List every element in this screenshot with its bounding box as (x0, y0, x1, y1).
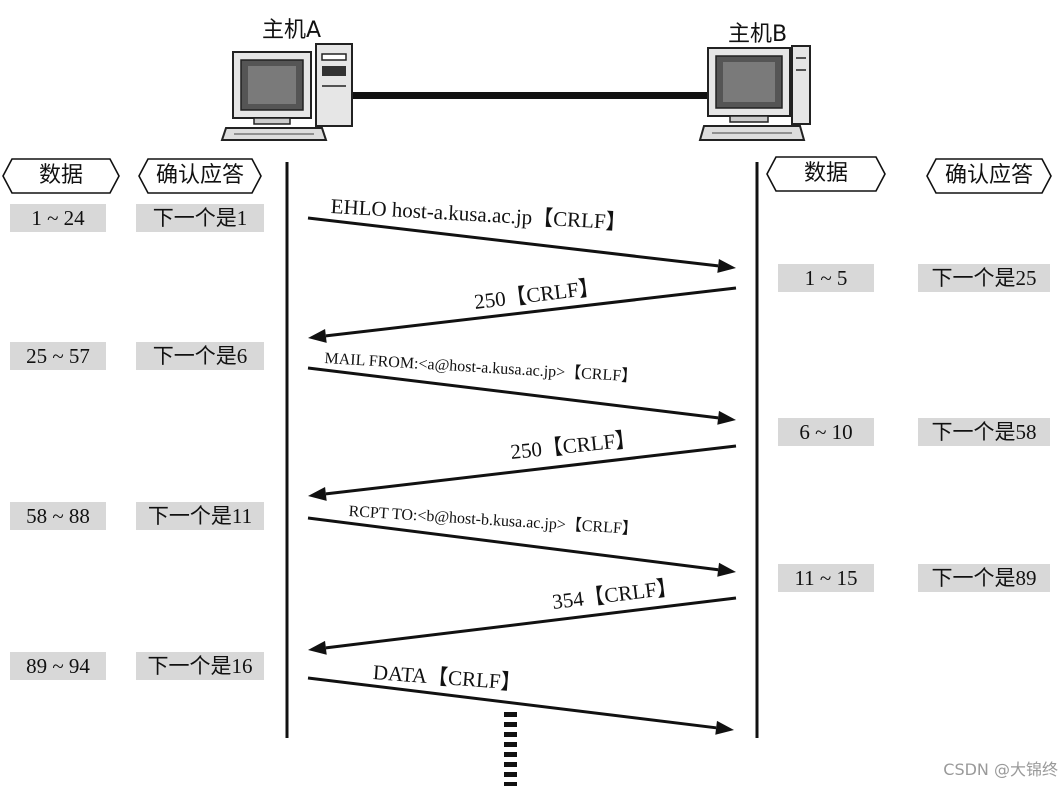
arrow-head-icon (308, 640, 327, 655)
arrow-head-icon (717, 562, 736, 577)
arrow-head-icon (717, 410, 736, 425)
right-ack-header-label: 确认应答 (944, 163, 1033, 188)
right-data-cell: 6 ~ 10 (778, 418, 874, 446)
message-arrow (325, 596, 737, 650)
right-ack-cell: 下一个是25 (918, 264, 1050, 292)
left-data-cell: 58 ~ 88 (10, 502, 106, 530)
continuation-dashes (504, 712, 517, 786)
message-arrow (307, 366, 719, 420)
right-ack-cell: 下一个是58 (918, 418, 1050, 446)
arrow-head-icon (308, 486, 327, 501)
message-arrow (307, 216, 719, 268)
left-data-header: 数据 (2, 158, 120, 194)
network-link-line (352, 92, 712, 99)
message-arrows (307, 216, 737, 735)
message-arrow (325, 286, 737, 338)
message-arrow (325, 444, 737, 496)
arrow-head-icon (715, 720, 734, 735)
left-ack-cell: 下一个是1 (136, 204, 264, 232)
left-ack-cell: 下一个是11 (136, 502, 264, 530)
left-ack-header: 确认应答 (138, 158, 262, 194)
right-data-header: 数据 (766, 156, 886, 192)
right-data-cell: 1 ~ 5 (778, 264, 874, 292)
right-ack-cell: 下一个是89 (918, 564, 1050, 592)
left-data-header-label: 数据 (38, 163, 83, 188)
right-data-cell: 11 ~ 15 (778, 564, 874, 592)
left-data-cell: 89 ~ 94 (10, 652, 106, 680)
host-a-computer-icon (220, 43, 353, 141)
right-ack-header: 确认应答 (926, 158, 1052, 194)
host-b-title: 主机B (728, 22, 788, 47)
left-data-cell: 25 ~ 57 (10, 342, 106, 370)
left-ack-cell: 下一个是16 (136, 652, 264, 680)
arrow-head-icon (308, 328, 327, 343)
message-arrow (307, 676, 717, 730)
host-b-computer-icon (698, 45, 811, 141)
arrow-head-icon (717, 258, 736, 273)
host-a-title: 主机A (262, 18, 322, 43)
left-ack-header-label: 确认应答 (155, 163, 244, 188)
right-data-header-label: 数据 (803, 161, 848, 186)
watermark: CSDN @大锦终 (943, 760, 1058, 779)
left-data-cell: 1 ~ 24 (10, 204, 106, 232)
message-arrow (307, 516, 719, 572)
left-ack-cell: 下一个是6 (136, 342, 264, 370)
